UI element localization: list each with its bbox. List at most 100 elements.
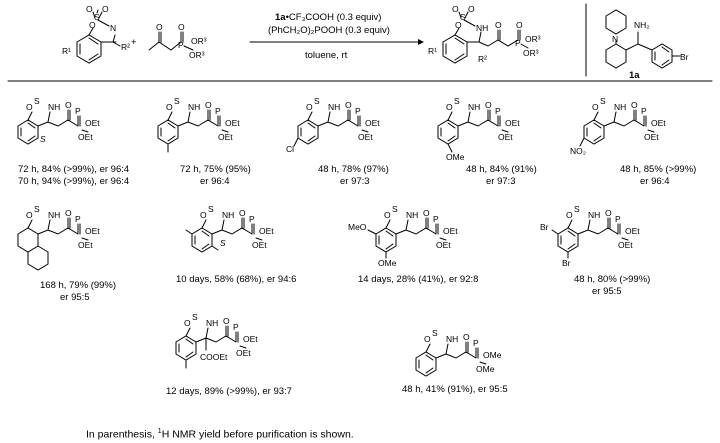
atom-OEt: OEt <box>218 132 233 142</box>
product-structure: O S NH O P OEt OEt NO₂ <box>570 96 666 156</box>
atom-OR3: OR³ <box>191 36 207 46</box>
atom-O: O <box>463 332 470 342</box>
atom-O: O <box>86 4 93 14</box>
result-text: er 96:4 <box>640 176 670 187</box>
atom-OEt: OEt <box>252 240 267 250</box>
atom-R2: R² <box>478 54 487 64</box>
atom-NH: NH <box>468 102 480 112</box>
atom-O: O <box>592 102 599 112</box>
product-structure: O S NH O P OEt OEt S <box>185 204 274 253</box>
atom-NH: NH <box>188 102 200 112</box>
atom-N: N <box>110 23 116 33</box>
atom-P: P <box>515 38 521 48</box>
atom-NH: NH <box>48 102 60 112</box>
atom-O: O <box>89 20 96 30</box>
atom-NH: NH <box>446 334 458 344</box>
product-structure: O S NH O P OEt OEt Br Br <box>540 204 640 268</box>
result-text: 48 h, 41% (91%), er 95:5 <box>402 384 508 395</box>
starting-imine: O S O O N R² R¹ <box>62 4 130 64</box>
atom-P: P <box>215 106 221 116</box>
result-text: 168 h, 79% (99%) <box>40 280 116 291</box>
phosphonate-reagent: O P O OR³ OR³ <box>148 22 207 60</box>
atom-S: S <box>392 204 398 214</box>
atom-O: O <box>26 102 33 112</box>
atom-OEt: OEt <box>644 132 659 142</box>
substituent-COOEt: COOEt <box>200 352 228 362</box>
product-structure: O S NH O P OMe OMe <box>415 328 502 377</box>
atom-OEt: OEt <box>225 118 240 128</box>
atom-P: P <box>641 106 647 116</box>
atom-NH2: NH₂ <box>634 20 650 30</box>
atom-O: O <box>446 102 453 112</box>
atom-OEt: OEt <box>85 118 100 128</box>
atom-OR3: OR³ <box>189 50 205 60</box>
atom-R1: R¹ <box>62 46 71 56</box>
atom-O: O <box>605 208 612 218</box>
stereo-label: S <box>220 238 226 248</box>
result-text: 14 days, 28% (41%), er 92:8 <box>358 274 478 285</box>
product-structure: O S NH O P OEt OEt S <box>17 96 100 145</box>
product-structure: O S NH O P OEt OEt Cl <box>286 96 380 154</box>
atom-O: O <box>485 100 492 110</box>
atom-O: O <box>384 210 391 220</box>
atom-P: P <box>249 214 255 224</box>
footnote: In parenthesis, 1H NMR yield before puri… <box>86 428 354 441</box>
substituent-MeO: MeO <box>348 222 367 232</box>
atom-O: O <box>102 4 109 14</box>
atom-OEt: OEt <box>78 132 93 142</box>
atom-NH: NH <box>222 210 234 220</box>
atom-P: P <box>615 214 621 224</box>
atom-O: O <box>495 20 502 30</box>
atom-OEt: OEt <box>243 334 258 344</box>
atom-NH: NH <box>48 210 60 220</box>
reaction-arrow <box>249 39 424 45</box>
atom-O: O <box>223 316 230 326</box>
atom-N: N <box>612 34 618 44</box>
atom-O: O <box>184 318 191 328</box>
atom-O: O <box>424 334 431 344</box>
atom-O: O <box>423 208 430 218</box>
atom-O: O <box>200 210 207 220</box>
atom-O: O <box>178 22 185 32</box>
atom-S: S <box>574 204 580 214</box>
atom-S: S <box>208 204 214 214</box>
product-structure: O S NH O P OEt OEt COOEt <box>175 312 258 369</box>
catalyst-label: 1a <box>629 70 640 81</box>
atom-O: O <box>566 210 573 220</box>
atom-S: S <box>432 328 438 338</box>
condition-catalyst: 1a•CF₃COOH (0.3 equiv) <box>275 12 381 23</box>
atom-OEt: OEt <box>498 132 513 142</box>
result-text: 48 h, 85% (>99%) <box>620 164 696 175</box>
atom-P: P <box>433 214 439 224</box>
atom-OR3: OR³ <box>525 34 541 44</box>
atom-O: O <box>239 208 246 218</box>
atom-OEt: OEt <box>365 118 380 128</box>
atom-OEt: OEt <box>436 240 451 250</box>
atom-O: O <box>306 102 313 112</box>
result-text: er 97:3 <box>486 176 516 187</box>
substituent-Cl: Cl <box>286 144 294 154</box>
atom-OMe: OMe <box>476 364 495 374</box>
result-text: 48 h, 84% (91%) <box>466 164 537 175</box>
atom-S: S <box>600 96 606 106</box>
atom-O: O <box>468 4 475 14</box>
substituent-Br: Br <box>562 258 571 268</box>
substituent-OMe: OMe <box>378 258 397 268</box>
catalyst-1a: N NH₂ Br 1a <box>605 9 689 81</box>
atom-S: S <box>460 12 466 22</box>
result-text: 70 h, 94% (>99%), er 96:4 <box>18 176 129 187</box>
atom-OEt: OEt <box>236 348 251 358</box>
result-text: 72 h, 84% (>99%), er 96:4 <box>18 164 129 175</box>
condition-solvent: toluene, rt <box>305 50 348 61</box>
substituent-OMe: OMe <box>446 152 465 162</box>
atom-S: S <box>34 96 40 106</box>
atom-OEt: OEt <box>85 226 100 236</box>
atom-OEt: OEt <box>358 132 373 142</box>
atom-S: S <box>192 312 198 322</box>
atom-O: O <box>631 100 638 110</box>
atom-OEt: OEt <box>78 240 93 250</box>
result-text: 12 days, 89% (>99%), er 93:7 <box>166 386 292 397</box>
result-text: 10 days, 58% (68%), er 94:6 <box>176 274 296 285</box>
atom-OEt: OEt <box>651 118 666 128</box>
atom-P: P <box>178 40 184 50</box>
